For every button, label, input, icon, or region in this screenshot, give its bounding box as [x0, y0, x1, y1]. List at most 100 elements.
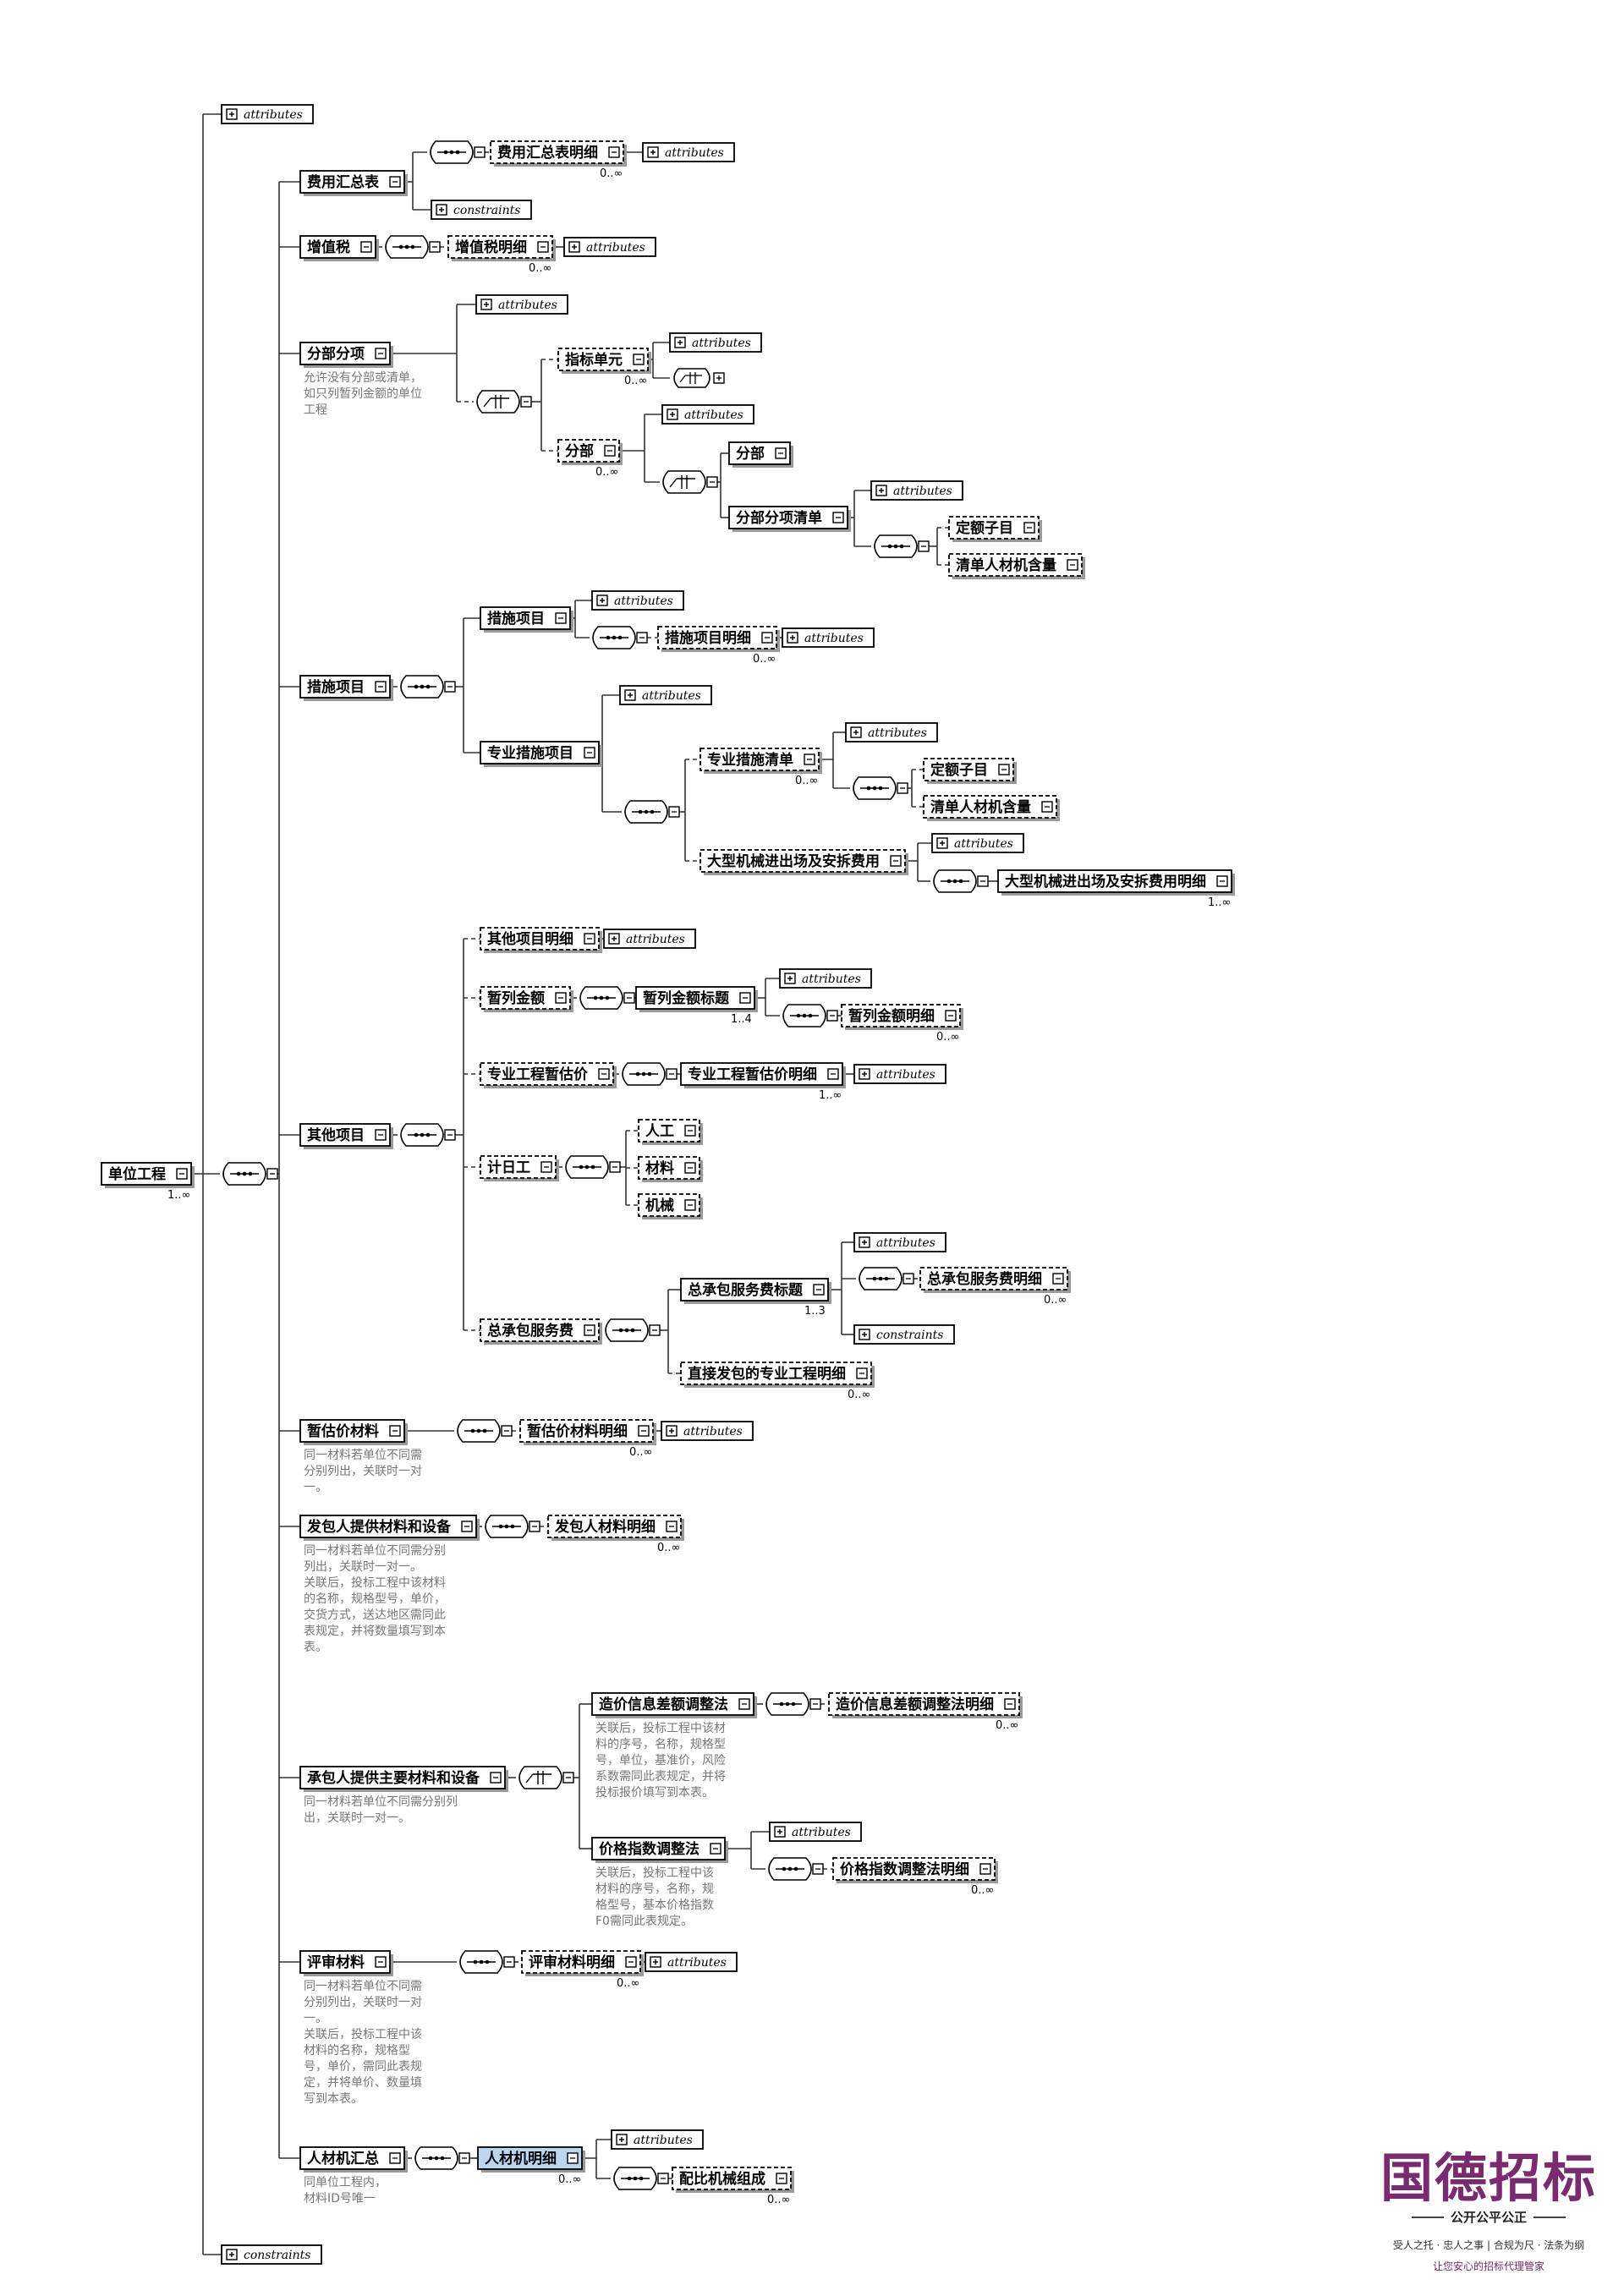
schema-node: 分部分项 [299, 342, 393, 368]
attr-label: attributes [667, 1956, 727, 1970]
schema-node: 定额子目 [948, 516, 1042, 542]
annotation-note: 同一材料若单位不同需分别列出，关联时一对一。关联后，投标工程中该材料的名称，规格… [304, 1544, 446, 1654]
node-label: 总承包服务费明细 [927, 1270, 1042, 1288]
node-label: 价格指数调整法 [599, 1840, 700, 1858]
attr-box [619, 685, 712, 705]
schema-node: attributes [779, 968, 872, 989]
node-box [680, 1278, 829, 1301]
sequence-compositor [859, 1267, 914, 1290]
node-label: 措施项目明细 [665, 629, 751, 647]
cardinality: 0..∞ [1044, 1294, 1067, 1307]
schema-node: attributes [845, 722, 938, 743]
attr-label: attributes [634, 2134, 693, 2147]
schema-node: constraints [221, 2244, 322, 2265]
cardinality: 0..∞ [529, 262, 551, 275]
cardinality: 1..3 [804, 1305, 826, 1318]
attr-label: constraints [453, 204, 520, 217]
attr-box [611, 2129, 704, 2150]
node-box [638, 1119, 700, 1143]
schema-node: constraints [853, 1324, 955, 1345]
attr-box [591, 590, 684, 611]
cardinality: 0..∞ [600, 167, 623, 180]
attr-label: attributes [954, 837, 1013, 851]
cardinality: 0..∞ [971, 1884, 994, 1897]
cardinality: 0..∞ [629, 1446, 652, 1459]
node-box [832, 1857, 996, 1881]
node-label: 定额子目 [956, 519, 1013, 537]
cardinality: 1..∞ [819, 1089, 842, 1102]
node-label: 材料 [645, 1159, 674, 1177]
attr-box [870, 480, 963, 501]
node-box [728, 506, 848, 529]
schema-node: 发包人提供材料和设备 [299, 1515, 480, 1541]
node-box [638, 1193, 700, 1217]
attr-label: attributes [642, 689, 701, 703]
schema-node: attributes [782, 627, 875, 648]
sequence-compositor [782, 1004, 838, 1027]
node-label: 清单人材机含量 [956, 556, 1056, 574]
attr-label: attributes [868, 726, 927, 740]
node-label: 暂列金额标题 [643, 989, 730, 1007]
sequence-compositor [622, 1062, 678, 1086]
node-label: 发包人提供材料和设备 [306, 1518, 452, 1536]
node-label: 专业措施项目 [487, 744, 573, 762]
node-box [521, 1950, 641, 1974]
schema-node: 机械 [638, 1193, 703, 1219]
node-label: 费用汇总表 [307, 173, 380, 191]
node-box [728, 441, 791, 465]
node-label: 承包人提供主要材料和设备 [307, 1769, 480, 1787]
attr-label: attributes [876, 1236, 935, 1250]
attr-label: attributes [792, 1826, 851, 1839]
schema-node: attributes [853, 1232, 946, 1252]
node-label: 清单人材机含量 [930, 798, 1031, 816]
node-label: 发包人材料明细 [554, 1518, 656, 1536]
schema-node: 清单人材机含量 [948, 553, 1085, 579]
sequence-compositor [565, 1155, 621, 1179]
node-label: 措施项目 [307, 678, 365, 696]
cardinality: 0..∞ [558, 2173, 581, 2186]
schema-node: attributes [661, 404, 754, 425]
attr-label: attributes [626, 933, 685, 946]
node-box [299, 342, 391, 365]
attr-label: attributes [614, 595, 673, 608]
schema-node: attributes [769, 1822, 862, 1842]
attr-box [642, 142, 735, 162]
schema-node: 专业工程暂估价 [480, 1062, 617, 1088]
brand-watermark: 国德招标 公开公平公正 受人之托 · 忠人之事 | 合规为尺 · 法条为纲 让您… [1370, 2152, 1607, 2273]
attr-box [221, 104, 314, 124]
node-label: 分部 [736, 445, 765, 463]
attr-label: attributes [244, 108, 303, 122]
attr-box [769, 1822, 862, 1842]
schema-node: attributes [591, 590, 684, 611]
node-box [519, 1419, 654, 1443]
brand-motto: 受人之托 · 忠人之事 | 合规为尺 · 法条为纲 [1392, 2239, 1585, 2251]
brand-tagline-row: 公开公平公正 [1370, 2208, 1607, 2226]
annotation-note: 同一材料若单位不同需分别列出，关联时一对一。 [304, 1449, 422, 1494]
node-label: 专业工程暂估价明细 [688, 1066, 817, 1083]
annotation-note: 允许没有分部或清单，如只列暂列金额的单位工程 [304, 371, 422, 417]
node-label: 人工 [645, 1123, 674, 1140]
node-box [919, 1267, 1068, 1290]
sequence-compositor [485, 1515, 540, 1538]
node-box [480, 1318, 600, 1342]
attr-label: attributes [683, 1425, 743, 1438]
attr-box [853, 1064, 946, 1084]
attr-label: attributes [802, 973, 861, 986]
node-box [480, 741, 600, 764]
schema-node: attributes [931, 833, 1024, 853]
attr-box [431, 200, 532, 220]
node-box [841, 1004, 961, 1027]
cardinality: 0..∞ [657, 1542, 680, 1554]
node-box [700, 748, 820, 771]
node-label: 计日工 [487, 1159, 530, 1176]
node-label: 定额子目 [930, 761, 988, 779]
